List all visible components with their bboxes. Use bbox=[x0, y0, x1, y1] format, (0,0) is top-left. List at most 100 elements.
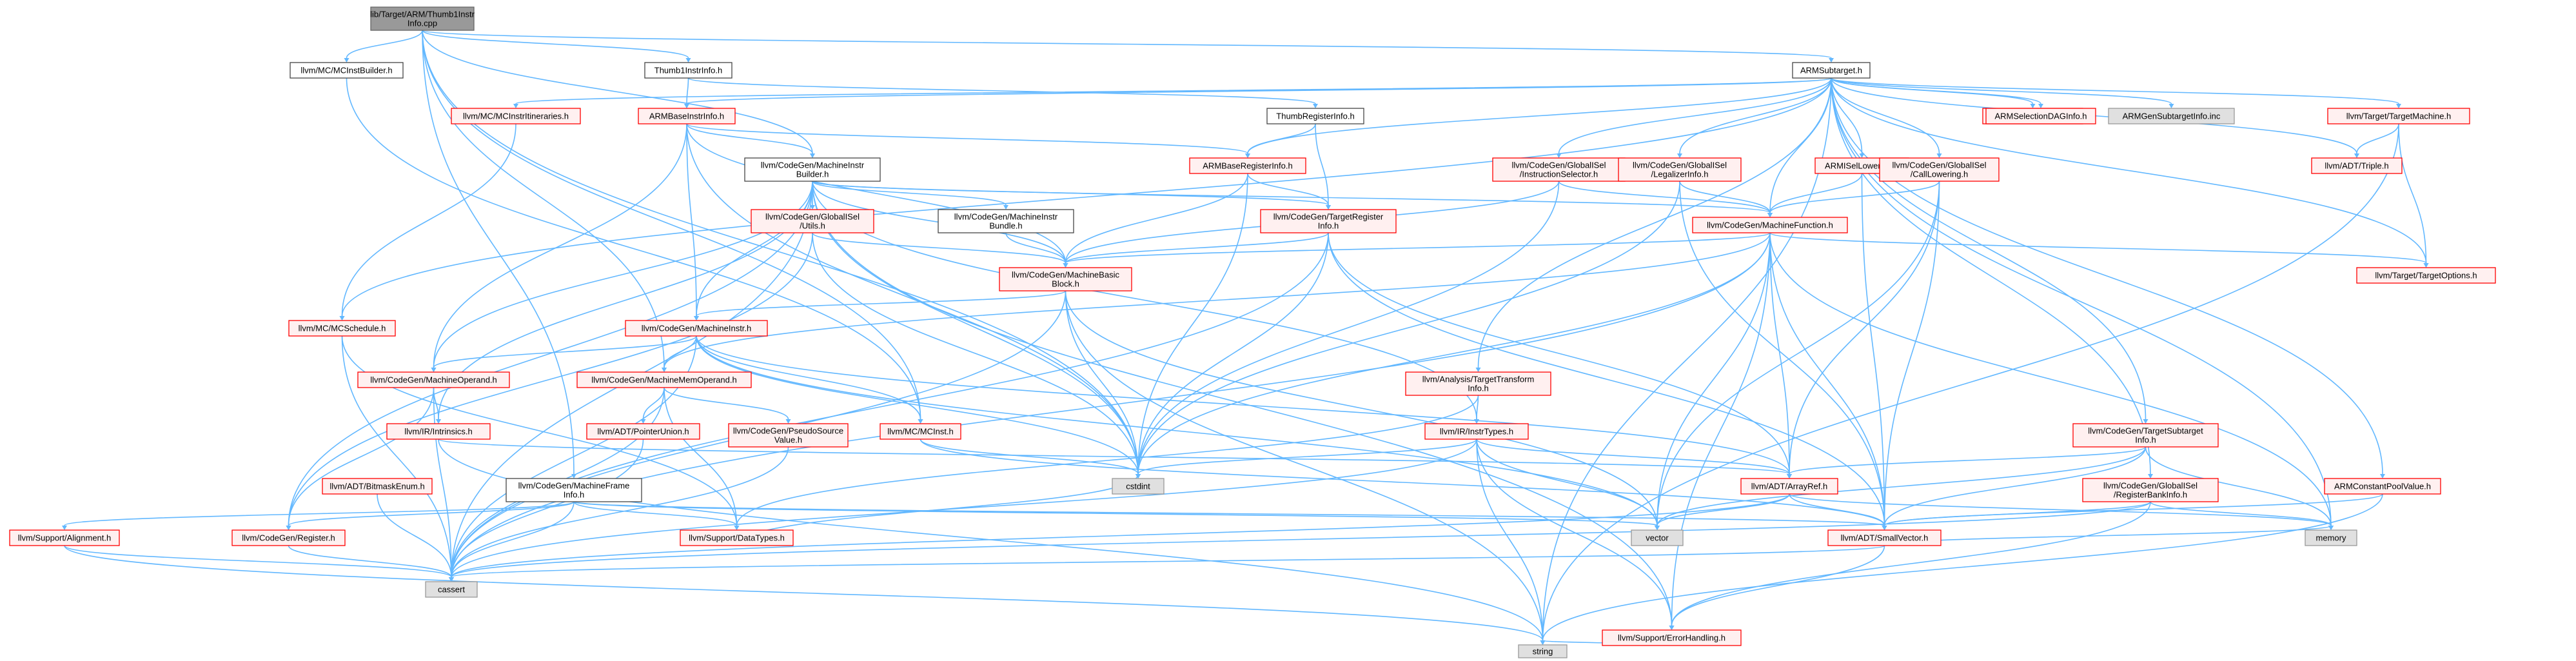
edge-smallvector-to-cassert bbox=[449, 545, 1885, 582]
node-label: llvm/CodeGen/GlobalISel bbox=[1633, 161, 1727, 170]
edge-root-to-machineframe bbox=[422, 30, 576, 478]
edge-smallvector-to-errorhandling bbox=[1669, 545, 1885, 630]
node-armbaseregisterinfo[interactable]: ARMBaseRegisterInfo.h bbox=[1189, 157, 1306, 174]
edge-root-to-mcinstbuilder bbox=[344, 30, 423, 63]
node-errorhandling[interactable]: llvm/Support/ErrorHandling.h bbox=[1602, 629, 1742, 646]
node-armselectiondag[interactable]: ARMSelectionDAGInfo.h bbox=[1985, 108, 2096, 124]
edge-armsubtarget-to-armgensubtarget bbox=[1831, 77, 2174, 108]
edge-root-to-thumb1instrinfo bbox=[422, 30, 691, 63]
node-targetmachine[interactable]: llvm/Target/TargetMachine.h bbox=[2327, 108, 2470, 124]
node-memory[interactable]: memory bbox=[2305, 529, 2357, 546]
node-gisel_legalizer[interactable]: llvm/CodeGen/GlobalISel/LegalizerInfo.h bbox=[1618, 157, 1742, 182]
node-mcschedule[interactable]: llvm/MC/MCSchedule.h bbox=[288, 320, 396, 337]
edge-gisel_regbank-to-smallvector bbox=[1882, 501, 2151, 530]
node-bitmaskenum[interactable]: llvm/ADT/BitmaskEnum.h bbox=[322, 478, 433, 495]
node-label: llvm/CodeGen/TargetRegister bbox=[1273, 212, 1384, 222]
node-armgensubtarget[interactable]: ARMGenSubtargetInfo.inc bbox=[2108, 108, 2235, 124]
edge-gisel_calllowering-to-vector bbox=[1655, 181, 1940, 530]
node-targetoptions[interactable]: llvm/Target/TargetOptions.h bbox=[2356, 267, 2496, 284]
edge-machineframe-to-register bbox=[286, 501, 575, 530]
node-label: llvm/ADT/BitmaskEnum.h bbox=[329, 482, 424, 491]
node-machinefunction[interactable]: llvm/CodeGen/MachineFunction.h bbox=[1692, 217, 1848, 233]
node-root[interactable]: lib/Target/ARM/Thumb1InstrInfo.cpp bbox=[370, 6, 475, 31]
node-label: llvm/CodeGen/Register.h bbox=[242, 533, 335, 543]
node-string[interactable]: string bbox=[1518, 644, 1568, 658]
node-label: Info.cpp bbox=[408, 19, 437, 28]
node-label: ARMConstantPoolValue.h bbox=[2334, 482, 2431, 491]
node-mcinst[interactable]: llvm/MC/MCInst.h bbox=[880, 423, 961, 440]
node-cstdint[interactable]: cstdint bbox=[1112, 478, 1165, 495]
node-thumbregisterinfo[interactable]: ThumbRegisterInfo.h bbox=[1266, 108, 1364, 124]
edge-machinefunction-to-machinebasicblock bbox=[1063, 232, 1771, 268]
node-cassert[interactable]: cassert bbox=[425, 581, 478, 598]
edge-thumb1instrinfo-to-thumbregisterinfo bbox=[687, 77, 1318, 108]
node-label: llvm/MC/MCInst.h bbox=[887, 427, 954, 437]
edge-armsubtarget-to-targetmachine bbox=[1831, 77, 2401, 108]
node-label: llvm/CodeGen/MachineOperand.h bbox=[370, 375, 497, 385]
node-gisel_instsel[interactable]: llvm/CodeGen/GlobalISel/InstructionSelec… bbox=[1492, 157, 1626, 182]
edge-armbaseregisterinfo-to-machinebasicblock bbox=[1063, 173, 1248, 268]
edge-armsubtarget-to-gisel_legalizer bbox=[1677, 77, 1832, 158]
node-label: ARMGenSubtargetInfo.inc bbox=[2123, 112, 2221, 121]
edge-gisel_calllowering-to-smallvector bbox=[1882, 181, 1940, 530]
edge-machineoperand-to-cassert bbox=[433, 387, 454, 582]
node-armbaseinstrinfo[interactable]: ARMBaseInstrInfo.h bbox=[638, 108, 736, 124]
edge-armsubtarget-to-armselectiondag bbox=[1831, 77, 2043, 108]
node-datatypes[interactable]: llvm/Support/DataTypes.h bbox=[680, 529, 794, 546]
node-machineoperand[interactable]: llvm/CodeGen/MachineOperand.h bbox=[357, 371, 510, 388]
node-gisel_regbank[interactable]: llvm/CodeGen/GlobalISel/RegisterBankInfo… bbox=[2082, 478, 2219, 502]
edge-root-to-minstrbuilder bbox=[422, 30, 815, 158]
edge-machineframe-to-smallvector bbox=[573, 501, 1887, 530]
node-machineinstr[interactable]: llvm/CodeGen/MachineInstr.h bbox=[625, 320, 768, 337]
node-machinememoperand[interactable]: llvm/CodeGen/MachineMemOperand.h bbox=[576, 371, 752, 388]
edge-machineframe-to-alignment bbox=[62, 501, 575, 530]
node-label: llvm/CodeGen/TargetSubtarget bbox=[2088, 426, 2203, 436]
node-label: llvm/CodeGen/MachineInstr.h bbox=[642, 324, 752, 333]
node-alignment[interactable]: llvm/Support/Alignment.h bbox=[9, 529, 120, 546]
node-register[interactable]: llvm/CodeGen/Register.h bbox=[231, 529, 346, 546]
node-smallvector[interactable]: llvm/ADT/SmallVector.h bbox=[1827, 529, 1942, 546]
node-label: /RegisterBankInfo.h bbox=[2114, 490, 2187, 500]
node-triple[interactable]: llvm/ADT/Triple.h bbox=[2311, 157, 2403, 174]
edge-targetsubtarget-to-vector bbox=[1655, 446, 2147, 530]
edge-armsubtarget-to-targettransform bbox=[1475, 77, 1832, 372]
node-label: Bundle.h bbox=[989, 221, 1022, 231]
node-label: llvm/CodeGen/MachineFrame bbox=[518, 481, 630, 491]
node-pointerunion[interactable]: llvm/ADT/PointerUnion.h bbox=[586, 423, 700, 440]
node-label: llvm/ADT/ArrayRef.h bbox=[1751, 482, 1827, 491]
edge-arrayref-to-vector bbox=[1655, 493, 1790, 530]
node-vector[interactable]: vector bbox=[1631, 529, 1684, 546]
node-label: llvm/Target/TargetMachine.h bbox=[2346, 112, 2452, 121]
edge-targetregisterinfo-to-machinebasicblock bbox=[1063, 232, 1329, 268]
node-label: llvm/CodeGen/MachineMemOperand.h bbox=[591, 375, 736, 385]
edge-targetmachine-to-triple bbox=[2354, 123, 2399, 158]
node-label: llvm/CodeGen/GlobalISel bbox=[1512, 161, 1606, 170]
node-mcinstbuilder[interactable]: llvm/MC/MCInstBuilder.h bbox=[290, 62, 404, 79]
node-armconstantpool[interactable]: ARMConstantPoolValue.h bbox=[2324, 478, 2441, 495]
node-gisel_calllowering[interactable]: llvm/CodeGen/GlobalISel/CallLowering.h bbox=[1879, 157, 2000, 182]
edge-armbaseinstrinfo-to-machinebasicblock bbox=[686, 123, 1068, 268]
node-mcinstritin[interactable]: llvm/MC/MCInstrItineraries.h bbox=[451, 108, 581, 124]
node-instrtypes[interactable]: llvm/IR/InstrTypes.h bbox=[1424, 423, 1529, 440]
node-arrayref[interactable]: llvm/ADT/ArrayRef.h bbox=[1740, 478, 1838, 495]
node-gisel_utils[interactable]: llvm/CodeGen/GlobalISel/Utils.h bbox=[751, 209, 874, 233]
edge-targetmachine-to-targetoptions bbox=[2398, 123, 2429, 268]
edge-armsubtarget-to-memory bbox=[1831, 77, 2334, 530]
edge-armsubtarget-to-gisel_instsel bbox=[1556, 77, 1832, 158]
edge-thumbregisterinfo-to-armbaseregisterinfo bbox=[1245, 123, 1316, 158]
edge-armsubtarget-to-gisel_regbank bbox=[1831, 77, 2153, 478]
node-intrinsics[interactable]: llvm/IR/Intrinsics.h bbox=[386, 423, 491, 440]
edge-armbaseinstrinfo-to-minstrbuilder bbox=[686, 123, 815, 158]
node-armsubtarget[interactable]: ARMSubtarget.h bbox=[1792, 62, 1871, 79]
node-label: llvm/IR/InstrTypes.h bbox=[1440, 427, 1513, 437]
edge-armsubtarget-to-armconstantpool bbox=[1831, 77, 2385, 478]
node-thumb1instrinfo[interactable]: Thumb1InstrInfo.h bbox=[644, 62, 732, 79]
